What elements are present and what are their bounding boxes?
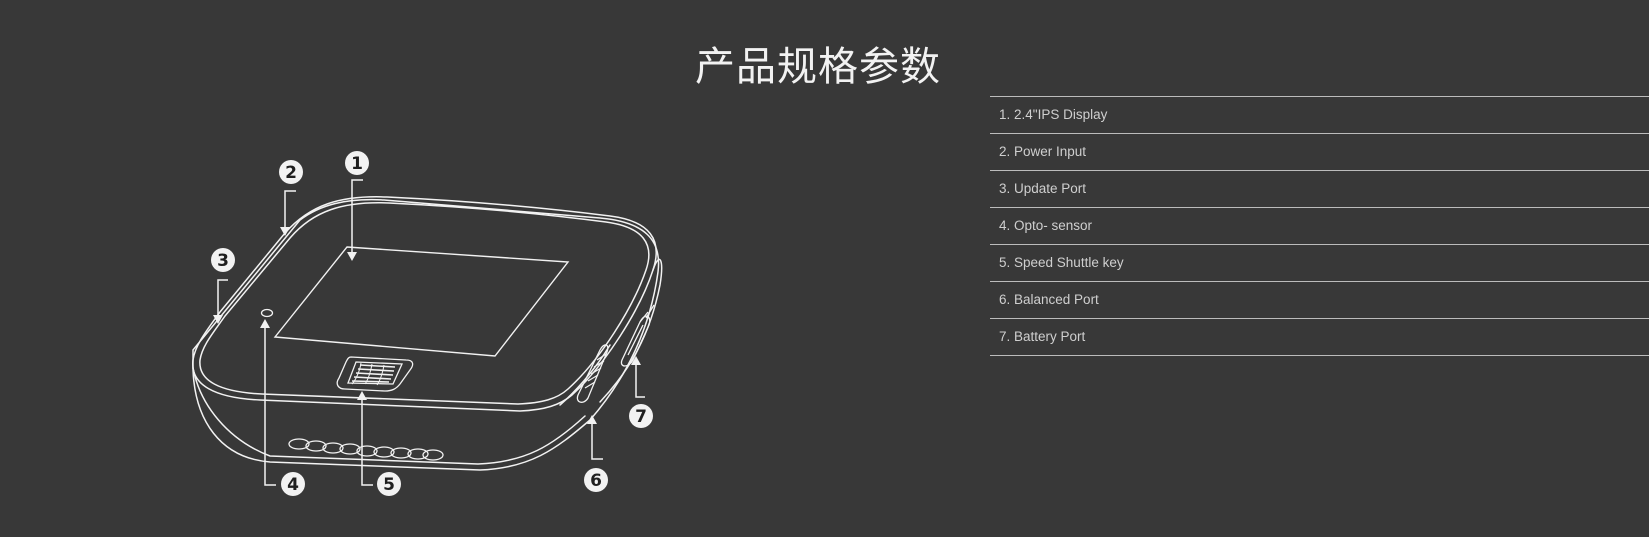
leader-line-1 bbox=[351, 179, 363, 254]
spec-item-display: 1. 2.4"IPS Display bbox=[990, 97, 1649, 134]
arrow-head-3 bbox=[213, 315, 223, 324]
leader-line-5 bbox=[361, 394, 373, 486]
spec-item-battery-port: 7. Battery Port bbox=[990, 319, 1649, 356]
spec-item-power-input: 2. Power Input bbox=[990, 134, 1649, 171]
svg-text:1: 1 bbox=[351, 154, 363, 174]
callout-1: 1 bbox=[345, 151, 369, 175]
arrow-head-6 bbox=[587, 415, 597, 424]
arrow-head-5 bbox=[357, 391, 367, 400]
device-top-rim bbox=[199, 202, 650, 405]
callout-6: 6 bbox=[584, 468, 608, 492]
spec-item-speed-shuttle-key: 5. Speed Shuttle key bbox=[990, 245, 1649, 282]
leader-line-3 bbox=[217, 279, 228, 318]
leader-line-6 bbox=[591, 420, 603, 460]
speed-shuttle-key bbox=[336, 356, 414, 392]
callout-5: 5 bbox=[377, 472, 401, 496]
balanced-port bbox=[576, 344, 609, 403]
spec-item-opto-sensor: 4. Opto- sensor bbox=[990, 208, 1649, 245]
callout-3: 3 bbox=[211, 248, 235, 272]
arrow-head-7 bbox=[631, 356, 641, 365]
device-side-inner bbox=[559, 344, 611, 406]
spec-list: 1. 2.4"IPS Display 2. Power Input 3. Upd… bbox=[990, 96, 1649, 356]
device-side-edge bbox=[192, 367, 586, 465]
leader-line-7 bbox=[635, 360, 645, 398]
device-right-edge bbox=[599, 258, 663, 403]
arrow-head-1 bbox=[347, 252, 357, 261]
arrow-head-4 bbox=[260, 319, 270, 328]
leader-line-4 bbox=[264, 322, 276, 486]
page-title: 产品规格参数 bbox=[695, 44, 941, 90]
spec-item-balanced-port: 6. Balanced Port bbox=[990, 282, 1649, 319]
bottom-vents bbox=[288, 438, 444, 461]
battery-port bbox=[620, 304, 655, 367]
svg-text:5: 5 bbox=[383, 475, 395, 495]
opto-sensor bbox=[260, 308, 274, 318]
device-diagram: 1 2 3 4 5 6 7 bbox=[192, 151, 663, 496]
svg-text:7: 7 bbox=[635, 407, 647, 427]
leader-line-2 bbox=[284, 190, 296, 230]
svg-text:3: 3 bbox=[217, 251, 229, 271]
svg-text:4: 4 bbox=[287, 475, 299, 495]
svg-text:2: 2 bbox=[285, 163, 297, 183]
device-body-outline bbox=[192, 198, 660, 471]
arrow-head-2 bbox=[280, 227, 290, 236]
callout-7: 7 bbox=[629, 404, 653, 428]
callout-2: 2 bbox=[279, 160, 303, 184]
display-screen bbox=[273, 246, 570, 357]
callout-4: 4 bbox=[281, 472, 305, 496]
spec-item-update-port: 3. Update Port bbox=[990, 171, 1649, 208]
svg-text:6: 6 bbox=[590, 471, 602, 491]
